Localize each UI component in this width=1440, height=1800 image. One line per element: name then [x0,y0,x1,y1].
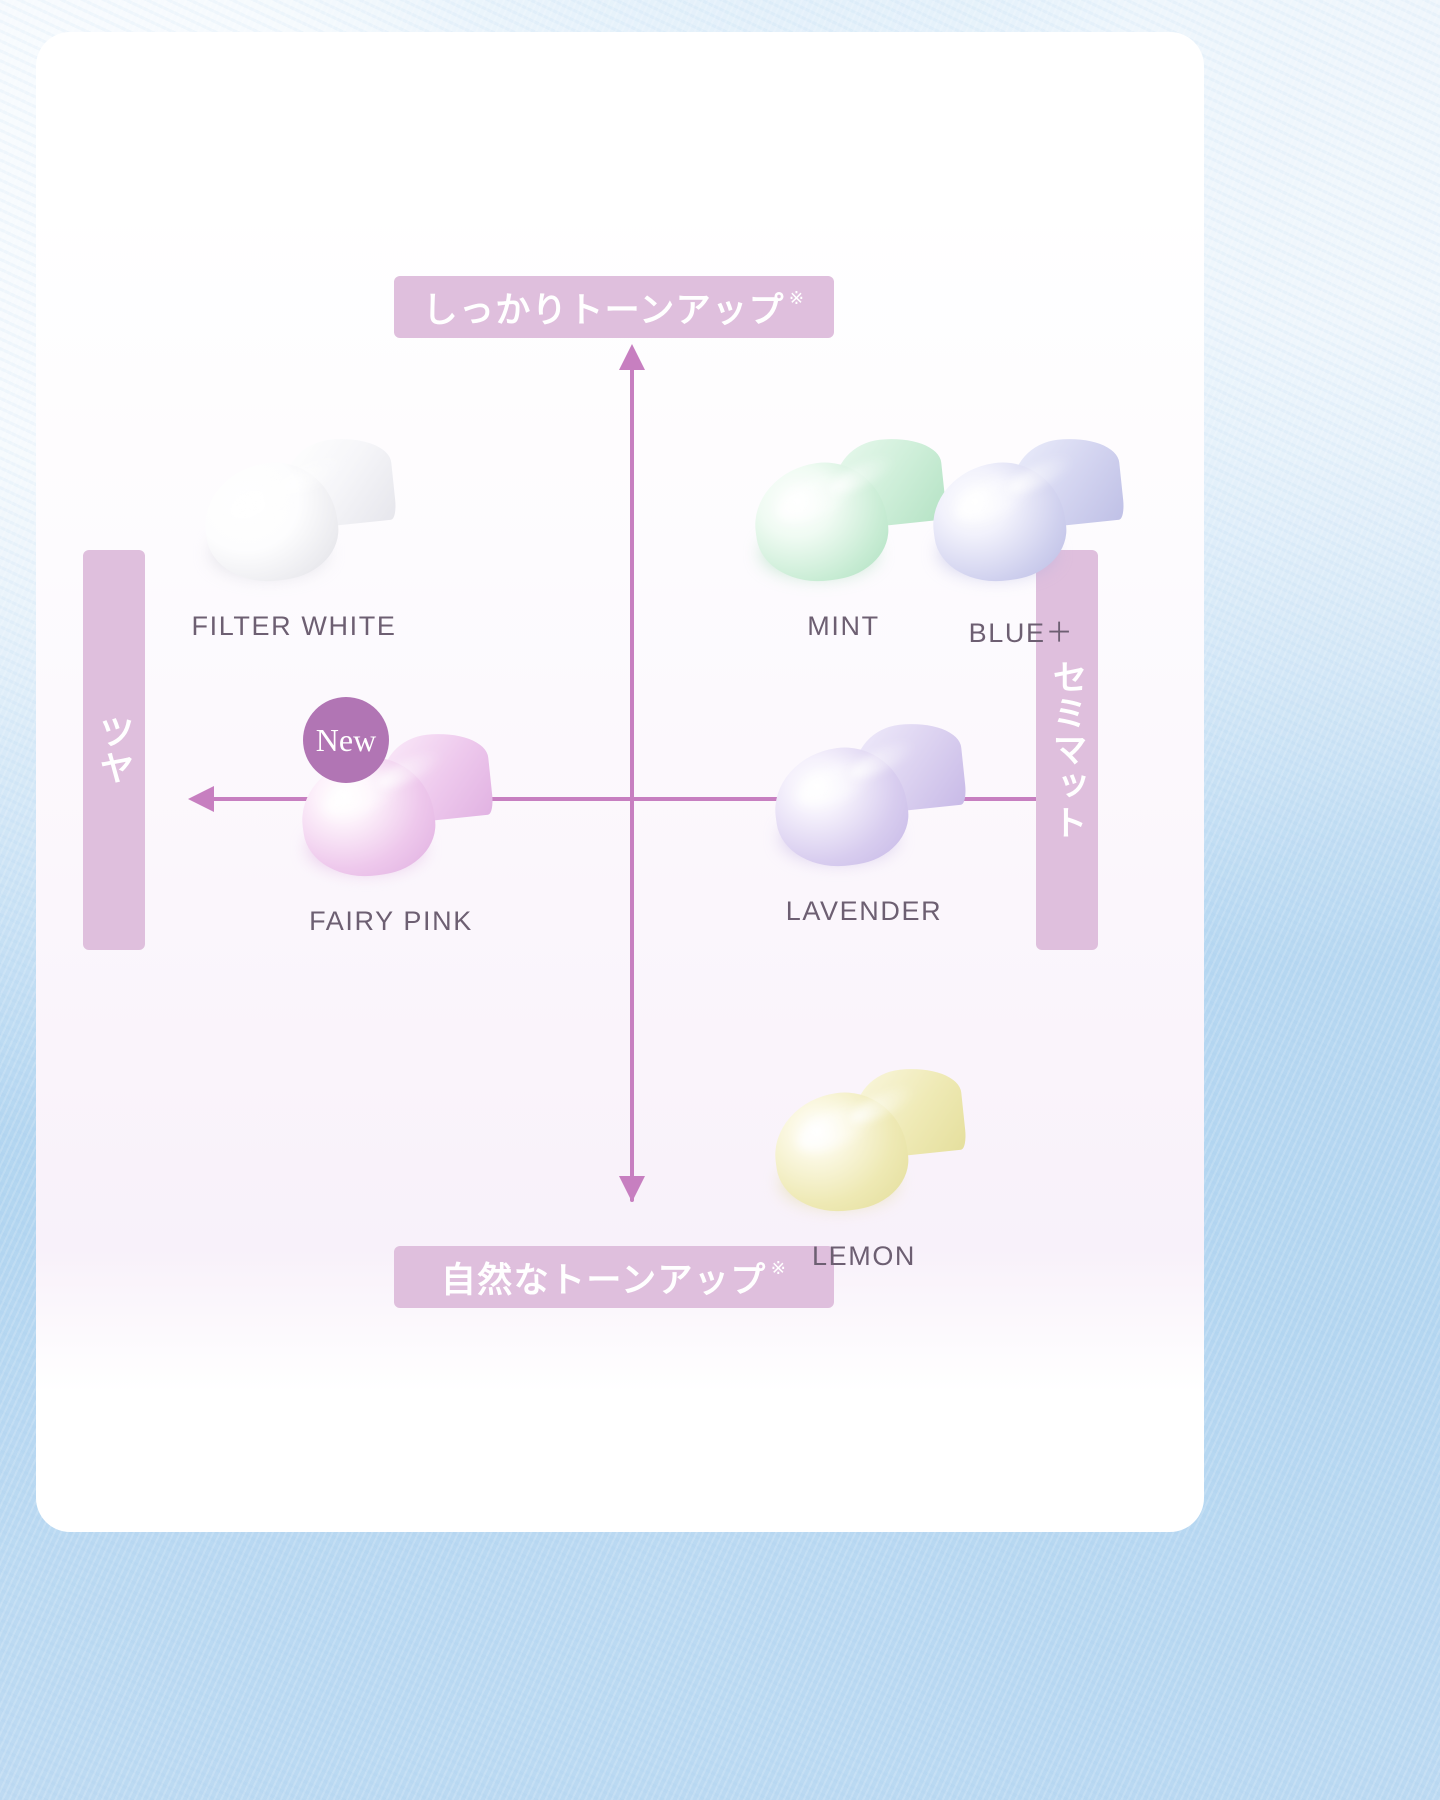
axis-label-right: セミマット [1036,550,1098,950]
axis-label-left: ツヤ [83,550,145,950]
cream-blob-icon [767,1063,968,1237]
vertical-axis-line [630,362,634,1202]
axis-label-top-text: しっかりトーンアップ [422,290,785,330]
cream-blob-icon [197,433,398,607]
axis-label-bottom-text: 自然なトーンアップ [440,1260,767,1300]
cream-blob-icon [924,433,1125,607]
new-badge: New [303,697,389,783]
swatch-blue-plus[interactable]: BLUE＋ [914,433,1129,650]
axis-label-bottom-footnote: ※ [770,1258,788,1278]
product-matrix-card: しっかりトーンアップ ※ 自然なトーンアップ ※ ツヤ セミマット FILTER… [36,32,1204,1532]
axis-arrow-left-icon [188,786,214,812]
swatch-label: BLUE＋ [968,618,1075,648]
swatch-label: LAVENDER [785,896,943,926]
cream-blob-icon [294,728,495,902]
axis-label-top-footnote: ※ [788,288,806,308]
new-badge-text: New [315,721,377,758]
axis-label-bottom: 自然なトーンアップ ※ [394,1246,834,1308]
positioning-chart: しっかりトーンアップ ※ 自然なトーンアップ ※ ツヤ セミマット FILTER… [36,32,1204,1532]
swatch-label: FAIRY PINK [309,906,473,936]
swatch-filter-white[interactable]: FILTER WHITE [164,433,424,642]
cream-blob-icon [746,433,947,607]
swatch-lemon[interactable]: LEMON [734,1063,994,1272]
swatch-label: FILTER WHITE [191,611,397,641]
axis-arrow-up-icon [619,344,645,370]
swatch-fairy-pink[interactable]: FAIRY PINK [261,728,521,937]
swatch-mint[interactable]: MINT [736,433,951,642]
axis-arrow-down-icon [619,1176,645,1202]
swatch-label: LEMON [811,1241,917,1271]
cream-blob-icon [767,718,968,892]
swatch-lavender[interactable]: LAVENDER [734,718,994,927]
swatch-label: MINT [807,611,880,641]
axis-label-top: しっかりトーンアップ ※ [394,276,834,338]
horizontal-axis-line [206,797,1066,801]
